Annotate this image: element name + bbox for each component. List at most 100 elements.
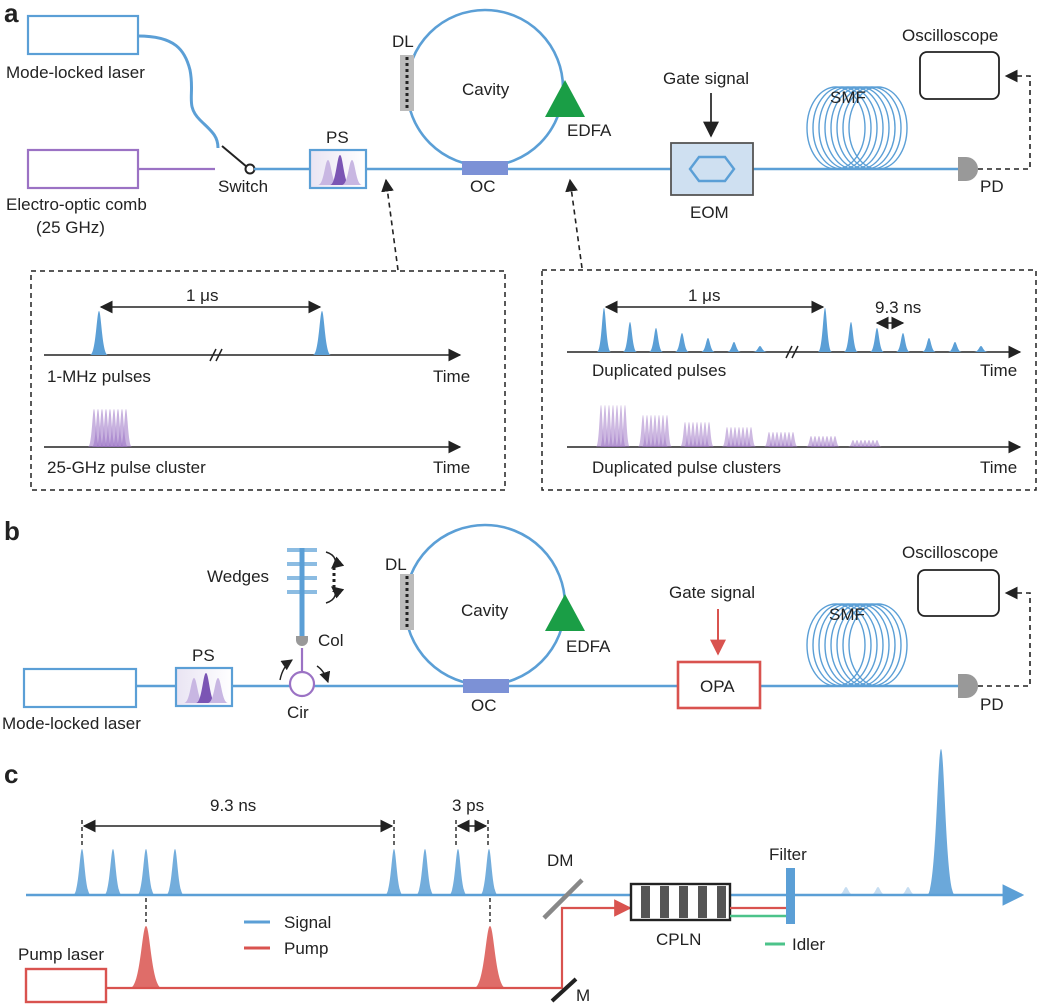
legend-signal-label: Signal [284,913,331,932]
eo-comb-rate-label: (25 GHz) [36,218,105,237]
inset-right-pulses-label: Duplicated pulses [592,361,726,380]
edfa-b-label: EDFA [566,637,611,656]
opa-label: OPA [700,677,735,696]
output-pulses [838,749,955,895]
gate-signal-a-label: Gate signal [663,69,749,88]
cavity-b-label: Cavity [461,601,509,620]
inset-left-frame [30,270,506,491]
filter-label: Filter [769,845,807,864]
smf-loop [848,86,908,170]
signal-pulses [73,849,498,895]
collimator [296,636,308,646]
eom-interferometer [688,155,736,183]
spacing-long-label: 9.3 ns [210,796,256,815]
eo-comb-label: Electro-optic comb [6,195,147,214]
smf-loop [818,603,878,687]
duplicated-cluster-pulse [788,432,798,447]
signal-pulse [385,849,403,895]
cir-label: Cir [287,703,309,722]
mode-locked-laser-box [26,14,140,56]
dl-label: DL [392,32,414,51]
mode-locked-laser-b-box [22,667,138,709]
oscilloscope-a [919,51,1000,100]
duplicated-pulse [701,338,715,352]
switch-pivot [244,163,256,175]
inset-left-period: 1 μs [186,286,218,305]
duplicated-pulse [948,342,962,352]
smf-loop [812,86,872,170]
eom-box [670,142,754,196]
wedge-rotate-top-icon [325,551,345,569]
inset-right-time-top: Time [980,361,1017,380]
wedge-1 [287,548,317,552]
mirror-label: M [576,986,590,1005]
smf-loop [824,86,884,170]
residual-pulse [870,887,886,895]
pump-laser-box [24,967,108,1004]
pump-pulse [474,926,506,988]
inset-left-cluster-label: 25-GHz pulse cluster [47,458,206,477]
cpln-label: CPLN [656,930,701,949]
duplicated-cluster-pulse [662,415,672,447]
inset-right-spacing: 9.3 ns [875,298,921,317]
duplicated-pulse [623,322,637,352]
pump-beam [106,899,632,990]
smf-a-label: SMF [830,88,866,107]
pd-osc-link-a [978,69,1031,170]
smf-loop [848,603,908,687]
pd-osc-link-b [978,586,1031,687]
axis-break-icon [785,345,799,359]
duplicated-pulse [675,333,689,352]
col-label: Col [318,631,344,650]
photodetector-a [958,157,978,181]
cavity-label: Cavity [462,80,510,99]
inset-right-time-bottom: Time [980,458,1017,477]
wedge-rotate-bottom-icon [325,586,345,604]
smf-loop [836,603,896,687]
panel-b: b Mode-locked laser PS Wedges Col Cir Ca… [2,516,1031,733]
mode-locked-laser-b-label: Mode-locked laser [2,714,141,733]
pulse-shaper-b-spectrum [184,673,228,703]
inset-right-pulses [567,300,1022,454]
signal-pulse [166,849,184,895]
oscilloscope-b [917,569,1000,617]
spacing-short-label: 3 ps [452,796,484,815]
smf-loop [806,86,866,170]
photodetector-b [958,674,978,698]
smf-loop [812,603,872,687]
output-coupler [462,161,508,175]
eo-comb-box [26,148,140,190]
inset-right-cluster-label: Duplicated pulse clusters [592,458,781,477]
smf-spool-b [806,603,908,687]
pointer-left-inset [381,178,399,271]
duplicated-pulse [974,346,988,352]
pulse [313,311,331,355]
circulator-in-arrow-icon [279,659,293,681]
duplicated-cluster-pulse [704,422,714,447]
wedge-2 [287,562,317,566]
inset-left-pulses-label: 1-MHz pulses [47,367,151,386]
wedges-label: Wedges [207,567,269,586]
oc-label: OC [470,177,496,196]
ps-b-label: PS [192,646,215,665]
pulse [90,311,108,355]
signal-pulse [416,849,434,895]
oscilloscope-b-label: Oscilloscope [902,543,998,562]
smf-loop [830,603,890,687]
duplicated-pulse [753,346,767,352]
panel-a-letter: a [4,0,19,28]
duplicated-pulse [818,308,832,352]
duplicated-cluster-pulse [746,427,756,447]
output-coupler-b [463,679,509,693]
duplicated-pulse [870,328,884,352]
inset-left-time-top: Time [433,367,470,386]
idler-label: Idler [792,935,825,954]
panel-c: c 9.3 ns 3 ps Pump laser M DM [4,749,1025,1005]
inset-right-frame [541,269,1037,491]
laser-fiber [137,34,220,149]
smf-loop [806,603,866,687]
opa-box [676,660,762,710]
duplicated-pulse [597,308,611,352]
signal-pulse [480,849,498,895]
